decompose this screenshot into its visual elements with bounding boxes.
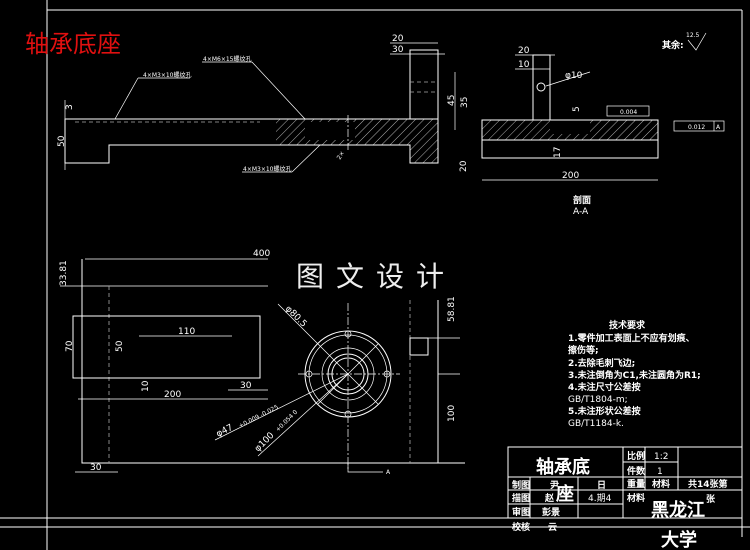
- dim-section-5: 5: [572, 106, 582, 112]
- tolerance-runout: 0.012: [688, 124, 705, 131]
- dim-phi10: φ10: [565, 71, 583, 81]
- dim-30-left: 30: [90, 463, 102, 473]
- dim-58-81: 58.81: [447, 296, 457, 322]
- tech-req-line: 2.去除毛刺飞边;: [568, 357, 635, 369]
- row-name: 彭景: [542, 506, 560, 518]
- tech-req-line: 4.未注尺寸公差按: [568, 381, 641, 393]
- flatness-frame: [606, 105, 650, 117]
- section-id: A-A: [573, 207, 589, 217]
- tech-req-line: GB/T1184-k.: [568, 419, 624, 429]
- callout-thread-3: 4×M3×10螺纹孔: [243, 165, 292, 173]
- dim-50: 50: [57, 135, 67, 147]
- dim-400: 400: [253, 249, 270, 259]
- dim-phi-47-tol: +0.009 -0.025: [238, 404, 280, 430]
- dim-phi-47: φ47: [215, 423, 235, 440]
- scale-value: 1:2: [654, 452, 668, 462]
- tech-req-line: 擦伤等;: [568, 344, 599, 356]
- school-name-cont: 大学: [661, 529, 697, 550]
- dim-section-17: 17: [553, 147, 563, 158]
- part-name-cont: 座: [556, 483, 574, 505]
- dim-phi-80-5: φ80.5: [283, 304, 308, 329]
- title-block: 轴承底 座 比例 1:2 件数 1 重量 材料 共14张第 材料 张 制图 尹 …: [507, 446, 743, 550]
- row-role: 校核: [512, 521, 530, 533]
- section-mark: A: [386, 469, 391, 476]
- roughness-symbol-icon: [687, 32, 707, 51]
- callout-thread-1: 4×M3×10螺纹孔: [143, 71, 192, 79]
- dim-30-right: 30: [240, 381, 252, 391]
- dim-30: 30: [392, 45, 404, 55]
- dim-100: 100: [447, 405, 457, 422]
- school-name: 黑龙江: [651, 499, 705, 521]
- dim-20: 20: [392, 34, 404, 44]
- tech-req-line: 3.未注倒角为C1,未注圆角为R1;: [568, 369, 701, 381]
- dim-20-base: 20: [459, 160, 469, 172]
- dim-section-20: 20: [518, 46, 530, 56]
- row-name: 云: [548, 522, 557, 533]
- weight-label: 重量: [627, 478, 645, 490]
- dim-10: 10: [141, 380, 151, 392]
- sheet-suffix: 张: [706, 493, 716, 505]
- dim-45: 45: [447, 95, 457, 106]
- drawing-title: 轴承底座: [25, 30, 121, 58]
- dim-section-200: 200: [562, 171, 579, 181]
- row-date: 日: [597, 480, 606, 491]
- row-name: 赵: [544, 492, 555, 504]
- scale-label: 比例: [627, 450, 645, 462]
- tech-req-line: 5.未注形状公差按: [568, 405, 641, 417]
- section-view-a-a: φ10 20 10 5 17 200 0.004 0.012 A 剖面 A-A: [481, 46, 725, 217]
- row-role: 审图: [512, 506, 530, 518]
- row-role: 制图: [512, 479, 530, 491]
- row-role: 描图: [512, 492, 530, 504]
- part-name: 轴承底: [536, 456, 590, 478]
- material-col: 材料: [651, 478, 670, 490]
- dim-70: 70: [65, 340, 75, 352]
- tolerance-flatness: 0.004: [620, 109, 637, 116]
- dim-3: 3: [65, 104, 75, 110]
- callout-thread-2: 4×M6×15螺纹孔: [203, 55, 252, 63]
- front-view: 3 50 20 30 45 35 20 4×M3×10螺纹孔 4×M6×15螺纹…: [57, 34, 470, 173]
- dim-50-plan: 50: [115, 340, 125, 352]
- chamfer-label: 2×: [336, 150, 346, 161]
- section-label: 剖面: [573, 194, 591, 206]
- roughness-label: 其余:: [662, 39, 684, 51]
- dim-33-81: 33.81: [59, 260, 69, 286]
- runout-frame: [673, 120, 725, 132]
- tech-req-line: 1.零件加工表面上不应有划痕、: [568, 332, 695, 344]
- row-date: 4.期4: [588, 493, 612, 504]
- tech-req-heading: 技术要求: [609, 319, 646, 331]
- technical-requirements: 技术要求 1.零件加工表面上不应有划痕、 擦伤等; 2.去除毛刺飞边; 3.未注…: [568, 319, 701, 429]
- dim-200: 200: [164, 390, 181, 400]
- sheet-count: 共14张第: [688, 478, 728, 490]
- watermark-text: 图文设计: [296, 260, 456, 293]
- row-name: 尹: [550, 480, 559, 491]
- dim-110: 110: [178, 327, 195, 337]
- roughness-value: 12.5: [686, 32, 700, 39]
- dim-section-10: 10: [518, 60, 530, 70]
- dim-35: 35: [460, 97, 470, 108]
- material-label: 材料: [626, 492, 645, 504]
- bearing-bore: [214, 303, 400, 470]
- tech-req-line: GB/T1804-m;: [568, 395, 628, 405]
- datum-label: A: [716, 124, 721, 131]
- qty-label: 件数: [627, 465, 646, 477]
- qty-value: 1: [657, 467, 663, 477]
